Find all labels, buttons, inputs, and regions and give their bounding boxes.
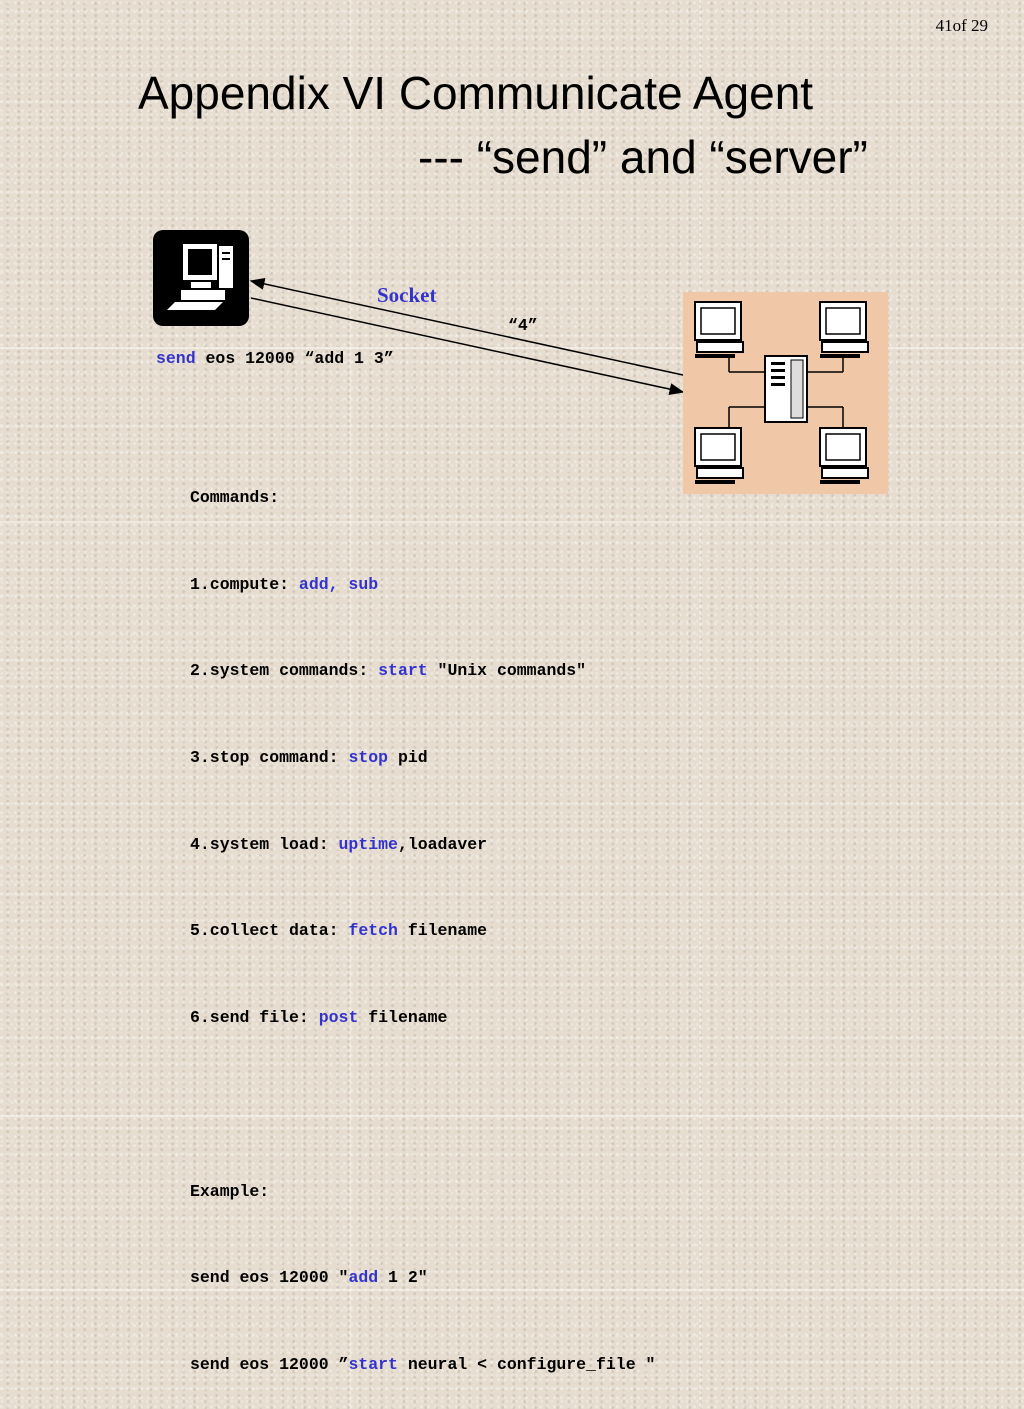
command-item: 4.system load: uptime,loadaver: [190, 834, 488, 854]
server-network-icon: [683, 292, 888, 494]
reply-arrow: [249, 278, 684, 376]
page-number: 41of 29: [935, 16, 988, 35]
socket-arrows: [249, 278, 685, 395]
example-heading: Example:: [190, 1181, 270, 1201]
server-tower-icon: [764, 355, 808, 423]
slide-subtitle: --- “send” and “server”: [418, 131, 868, 183]
command-item: 1.compute: add, sub: [190, 574, 379, 594]
example-item: send eos 12000 "add 1 2": [190, 1268, 428, 1288]
command-item: 2.system commands: start "Unix commands": [190, 661, 587, 681]
slide-title: Appendix VI Communicate Agent: [138, 67, 814, 119]
command-item: 5.collect data: fetch filename: [190, 921, 488, 941]
command-item: 3.stop command: stop pid: [190, 747, 428, 767]
spacer: [190, 1091, 655, 1120]
example-item: send eos 12000 ”start neural < configure…: [190, 1355, 656, 1374]
send-args: eos 12000 “add 1 3”: [195, 349, 394, 368]
send-arrow: [250, 297, 685, 395]
send-keyword: send: [156, 349, 196, 368]
workstation-icon: [694, 427, 744, 484]
client-computer-icon: [153, 230, 249, 326]
send-command-line: send eos 12000 “add 1 3”: [156, 349, 394, 368]
workstation-icon: [819, 427, 869, 484]
commands-block: Commands: 1.compute: add, sub 2.system c…: [190, 426, 655, 1409]
reply-label: “4”: [508, 316, 538, 335]
socket-label: Socket: [377, 283, 437, 307]
commands-heading: Commands:: [190, 487, 280, 507]
workstation-icon: [819, 301, 869, 358]
workstation-icon: [694, 301, 744, 358]
command-item: 6.send file: post filename: [190, 1008, 448, 1028]
